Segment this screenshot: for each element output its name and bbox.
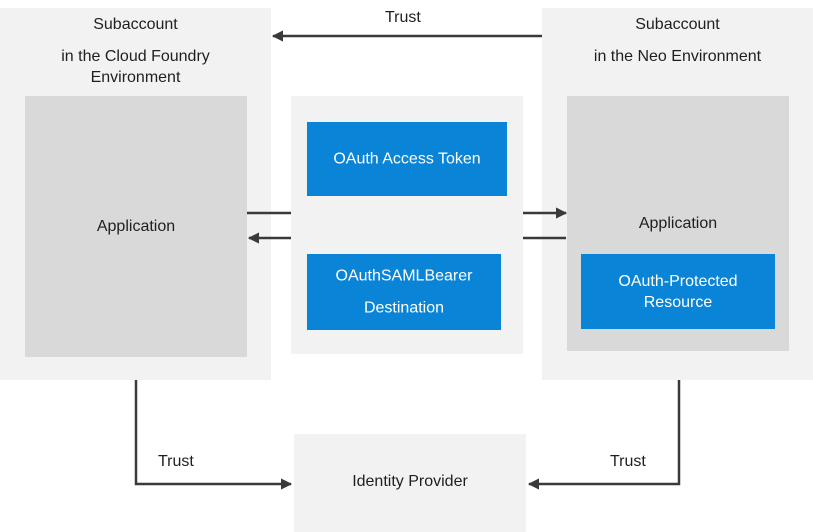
bottom-right-trust-label: Trust xyxy=(610,453,646,470)
oauth-protected-resource: OAuth-Protected Resource xyxy=(581,254,775,329)
neo-trust-arrow xyxy=(527,380,681,490)
cf-trust-arrow xyxy=(134,380,293,490)
neo-application-box: Application OAuth-Protected Resource xyxy=(567,96,789,351)
resource-line1: OAuth-Protected xyxy=(618,272,738,290)
top-trust-label: Trust xyxy=(385,9,421,26)
bottom-left-trust-label: Trust xyxy=(158,453,194,470)
oauth-access-token: OAuth Access Token xyxy=(307,122,507,196)
neo-title-line2: in the Neo Environment xyxy=(593,48,762,65)
cf-title-line2: in the Cloud Foundry xyxy=(61,48,210,65)
neo-subaccount: Subaccount in the Neo Environment Applic… xyxy=(542,8,813,380)
destination-line2: Destination xyxy=(363,299,445,317)
destination-label: OAuthSAMLBearer Destination xyxy=(307,266,501,319)
cf-subaccount-title: Subaccount in the Cloud Foundry Environm… xyxy=(0,14,271,88)
middle-panel: OAuth Access Token OAuthSAMLBearer Desti… xyxy=(291,96,523,354)
oauth-saml-bearer-destination: OAuthSAMLBearer Destination xyxy=(307,254,501,330)
neo-application-label: Application xyxy=(638,215,718,232)
cf-application-label: Application xyxy=(96,218,176,235)
neo-title-line1: Subaccount xyxy=(635,16,720,33)
neo-subaccount-title: Subaccount in the Neo Environment xyxy=(542,14,813,67)
token-label: OAuth Access Token xyxy=(333,150,481,168)
cf-application-box: Application xyxy=(25,96,247,357)
resource-label: OAuth-Protected Resource xyxy=(581,271,775,313)
cloud-foundry-subaccount: Subaccount in the Cloud Foundry Environm… xyxy=(0,8,271,380)
cf-title-line1: Subaccount xyxy=(93,16,178,33)
cf-title-line3: Environment xyxy=(90,69,181,86)
resource-line2: Resource xyxy=(643,293,713,311)
destination-line1: OAuthSAMLBearer xyxy=(335,267,473,285)
identity-provider: Identity Provider xyxy=(294,434,526,532)
identity-provider-label: Identity Provider xyxy=(352,473,468,490)
